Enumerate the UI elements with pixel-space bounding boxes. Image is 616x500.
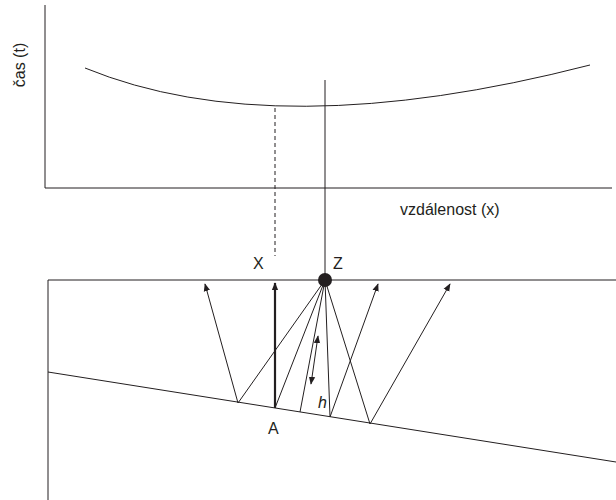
time-axis [45, 5, 46, 188]
ray [238, 280, 325, 403]
depth-arrow [311, 336, 318, 384]
point-label: Z [333, 256, 343, 272]
axis-label: vzdálenost (x) [400, 202, 500, 218]
depth-label: h [318, 395, 327, 411]
ray [275, 280, 325, 408]
source-line [325, 80, 326, 274]
point-label: X [253, 256, 264, 272]
axis-label: čas (t) [12, 43, 28, 87]
distance-axis [45, 188, 612, 189]
source-point [318, 273, 332, 287]
ray [325, 280, 370, 424]
point-label: A [268, 421, 279, 437]
ray [205, 284, 238, 403]
ray [370, 284, 450, 424]
ground-surface [48, 280, 616, 500]
ray [330, 284, 378, 417]
ray [300, 280, 325, 412]
ray [274, 283, 276, 408]
traveltime-curve [85, 65, 590, 106]
projection-line [275, 108, 276, 256]
reflector-interface [48, 372, 616, 462]
